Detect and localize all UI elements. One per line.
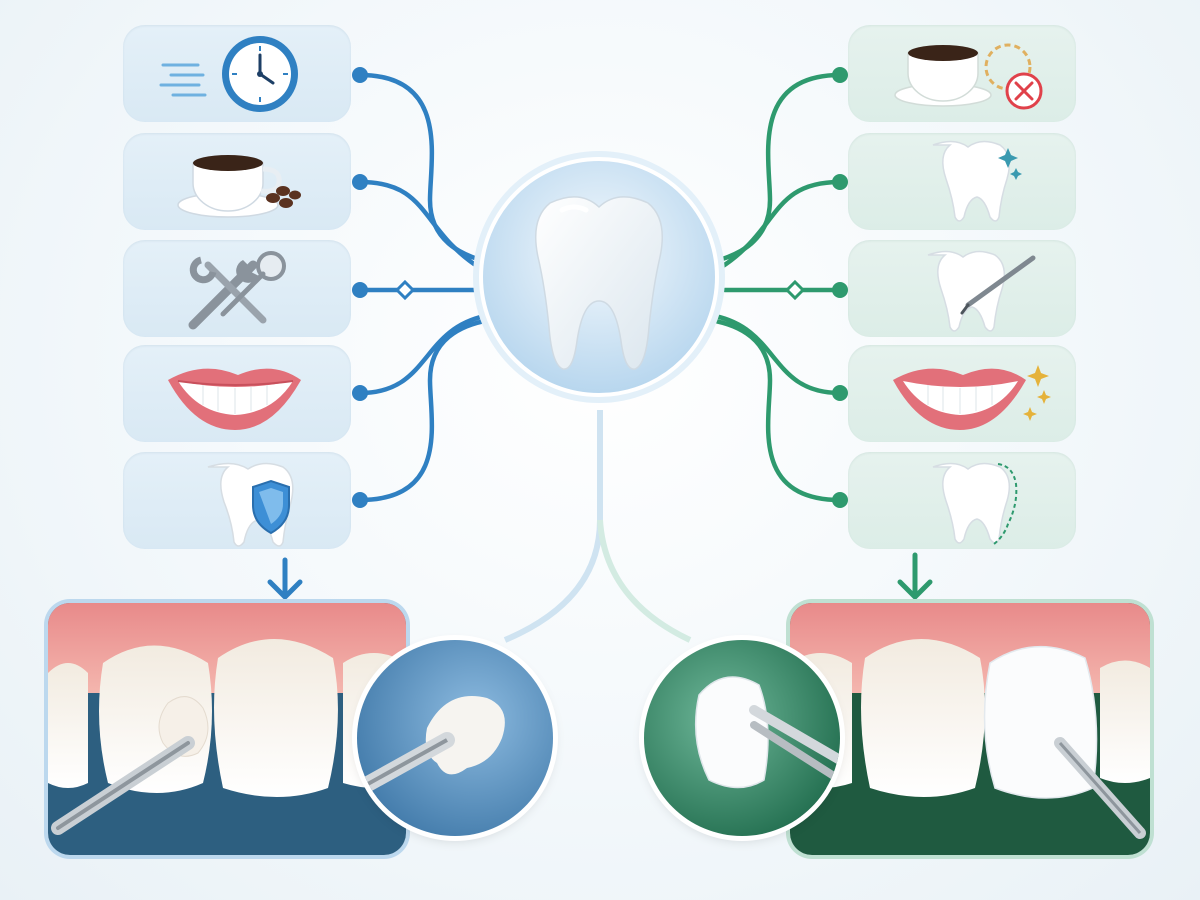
- tooth-scaler-icon: [927, 250, 1036, 332]
- sparkling-tooth-icon: [932, 140, 1022, 222]
- card-left-protection: [123, 452, 351, 549]
- card-right-no-stain: [848, 25, 1076, 122]
- arrow-down-left-icon: [267, 557, 303, 600]
- node-right-5: [832, 492, 848, 508]
- wire-left-2: [357, 179, 483, 271]
- diamond-left: [394, 279, 416, 301]
- bonding-resin-on-instrument-icon: [357, 640, 553, 836]
- node-left-2: [352, 174, 368, 190]
- tooth-outline-veneer-icon: [932, 462, 1018, 545]
- coffee-cup-icon: [177, 155, 301, 218]
- card-right-veneer-shape: [848, 452, 1076, 549]
- node-left-1: [352, 67, 368, 83]
- card-left-tools: [123, 240, 351, 337]
- node-left-4: [352, 385, 368, 401]
- wire-left-1: [357, 72, 491, 265]
- coffee-cup-no-stain-icon: [894, 43, 1043, 110]
- card-right-whiteness: [848, 133, 1076, 230]
- diamond-right: [784, 279, 806, 301]
- wire-left-5: [357, 317, 493, 503]
- clock-icon: [159, 36, 298, 112]
- veneer-placement-photo: [790, 603, 1150, 855]
- wire-left-4: [357, 313, 488, 396]
- node-right-3: [832, 282, 848, 298]
- card-left-smile: [123, 345, 351, 442]
- wire-right-4: [712, 313, 843, 396]
- card-right-procedure: [848, 240, 1076, 337]
- center-to-bonding-line: [503, 410, 603, 643]
- card-left-coffee: [123, 133, 351, 230]
- node-left-3: [352, 282, 368, 298]
- tooth-icon: [473, 151, 725, 403]
- arrow-down-right-icon: [897, 552, 933, 600]
- center-to-veneer-line: [597, 519, 692, 643]
- card-left-time: [123, 25, 351, 122]
- wire-right-2: [717, 179, 843, 271]
- node-right-4: [832, 385, 848, 401]
- wire-right-5: [707, 317, 843, 503]
- wrench-and-dental-mirror-icon: [188, 251, 286, 330]
- veneer-shell-in-tweezers-icon: [644, 640, 840, 836]
- tooth-shield-icon: [207, 462, 294, 547]
- sparkling-smile-icon: [893, 365, 1051, 430]
- node-right-1: [832, 67, 848, 83]
- smile-lips-icon: [168, 368, 301, 430]
- node-left-5: [352, 492, 368, 508]
- card-right-smile: [848, 345, 1076, 442]
- node-right-2: [832, 174, 848, 190]
- wire-right-1: [709, 72, 843, 265]
- dental-bonding-photo: [48, 603, 406, 855]
